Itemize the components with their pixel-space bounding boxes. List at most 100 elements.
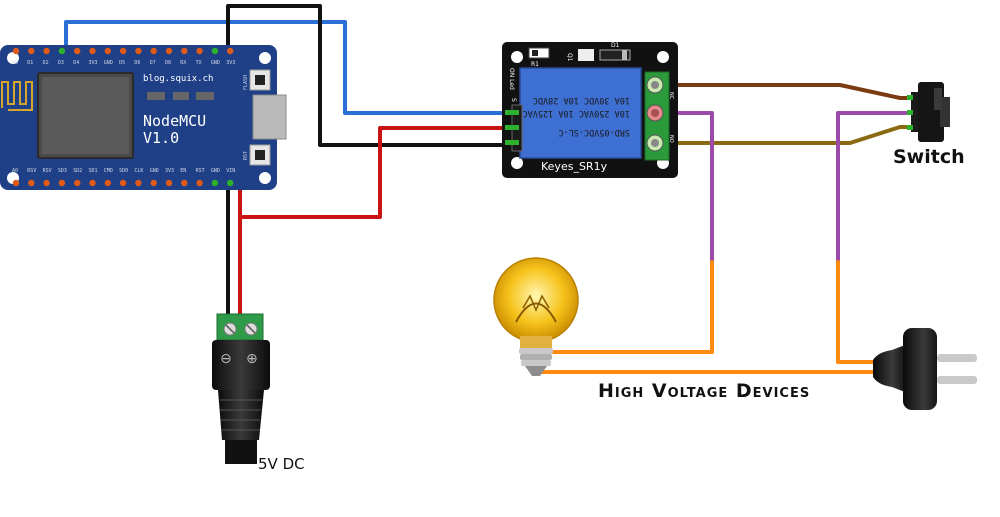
- pin-label: D5: [119, 60, 125, 66]
- header-pin: [227, 47, 234, 55]
- header-pin: [104, 47, 112, 55]
- pin-label: VIN: [226, 168, 235, 174]
- flash-button[interactable]: [249, 69, 271, 91]
- red-vin-wire: [238, 126, 510, 219]
- header-pin: [43, 47, 50, 55]
- pin-label: SD3: [58, 168, 67, 174]
- orange-plug-wire: [836, 260, 882, 364]
- light-bulb-icon: [493, 257, 579, 376]
- pin-label: RST: [196, 168, 205, 174]
- header-pin: [211, 179, 219, 187]
- header-pin: [119, 179, 127, 187]
- header-pin: [58, 47, 66, 55]
- olive-no-wire: [653, 125, 914, 145]
- header-pin: [227, 179, 234, 187]
- mount-hole: [259, 172, 271, 184]
- pin-label: D7: [150, 60, 156, 66]
- pin-label: EN: [180, 168, 186, 174]
- header-pin: [74, 179, 81, 187]
- high-voltage-label: High Voltage Devices: [598, 380, 810, 402]
- board-name-line2: V1.0: [143, 129, 179, 147]
- header-pin: [196, 179, 203, 187]
- black-ground-wire: [226, 4, 510, 147]
- header-pin: [165, 179, 173, 187]
- mount-hole: [259, 52, 271, 64]
- rst-label: RST: [243, 151, 249, 160]
- board-name-line1: NodeMCU: [143, 112, 206, 130]
- header-pin: [165, 47, 173, 55]
- s-label: S: [510, 98, 517, 102]
- pin-label: D6: [134, 60, 140, 66]
- wires: [64, 4, 914, 374]
- pin-label: D1: [27, 60, 33, 66]
- header-pin: [104, 179, 112, 187]
- header-pin: [28, 179, 35, 187]
- relay-model: SRD-05VDC-SL-C: [558, 127, 630, 137]
- pin-label: 3V3: [89, 60, 98, 66]
- pin-label: SD1: [89, 168, 98, 174]
- pin-label: SD0: [119, 168, 128, 174]
- jack-plus-label: ⊕: [246, 351, 258, 367]
- q1-label: Q1: [566, 53, 573, 62]
- pin-label: 3V3: [226, 60, 235, 66]
- header-pin: [89, 179, 96, 187]
- pin-label: TX: [196, 60, 202, 66]
- nc-label: NC: [668, 92, 674, 100]
- header-pin: [211, 47, 219, 55]
- header-pin: [89, 47, 96, 55]
- mount-hole: [7, 52, 19, 64]
- reset-button[interactable]: [249, 144, 271, 166]
- pin-label: SD2: [73, 168, 82, 174]
- header-pin: [43, 179, 50, 187]
- switch-lever[interactable]: [934, 88, 942, 110]
- board-site-label: blog.squix.ch: [143, 74, 213, 84]
- header-pin: [119, 47, 127, 55]
- jack-minus-label: ⊖: [220, 351, 232, 367]
- pin-label: GND: [150, 168, 159, 174]
- purple-plug-wire: [836, 111, 914, 264]
- header-pin: [74, 47, 81, 55]
- pin-label: A0: [12, 168, 18, 174]
- pin-label: D0: [12, 60, 18, 66]
- pin-label: RSV: [27, 168, 36, 174]
- pin-label: RX: [180, 60, 186, 66]
- header-pin: [12, 179, 20, 187]
- header-pin: [181, 179, 188, 187]
- header-pin: [150, 47, 157, 55]
- pin-label: 3V3: [165, 168, 174, 174]
- header-pin: [28, 47, 35, 55]
- relay-rating-1: 10A 250VAC 10A 125VAC: [523, 108, 630, 118]
- blue-signal-wire: [64, 20, 510, 115]
- no-label: NO: [668, 135, 674, 143]
- orange-lamp-wire: [546, 260, 714, 354]
- power-label: 5V DC: [258, 455, 305, 473]
- power-plug-icon: [873, 328, 977, 410]
- relay-brand: Keyes_SR1y: [541, 160, 608, 173]
- pin-label: CMD: [104, 168, 113, 174]
- jack-body: [212, 340, 270, 390]
- header-pin: [181, 47, 188, 55]
- relay-input-header: [505, 104, 523, 152]
- brown-common-wire: [653, 83, 914, 100]
- relay-module: R1 Q1 D1 SRD-05VDC-SL-C 10A 250VAC 10A 1…: [502, 42, 678, 178]
- pin-label: CLK: [134, 168, 143, 174]
- pin-label: D2: [43, 60, 49, 66]
- header-pin: [135, 47, 142, 55]
- jack-barrel: [218, 390, 264, 440]
- relay-rating-2: 10A 30VDC 10A 28VDC: [533, 95, 630, 105]
- pin-label: D3: [58, 60, 64, 66]
- pin-label: GND: [211, 60, 220, 66]
- header-pin: [58, 179, 66, 187]
- toggle-switch[interactable]: [907, 82, 950, 142]
- usb-port: [252, 94, 287, 140]
- relay-cube: [519, 67, 642, 159]
- header-pin: [150, 179, 157, 187]
- switch-label: Switch: [893, 146, 965, 168]
- pin-label: GND: [104, 60, 113, 66]
- header-pin: [12, 47, 20, 55]
- d1-label: D1: [611, 42, 620, 49]
- pin-label: RSV: [43, 168, 52, 174]
